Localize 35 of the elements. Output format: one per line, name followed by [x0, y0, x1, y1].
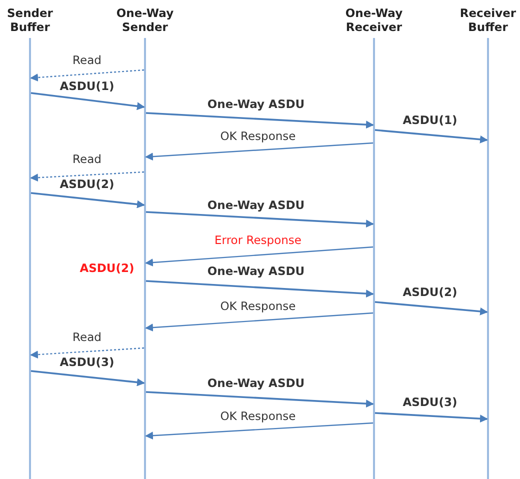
message-arrow — [30, 192, 145, 208]
message-arrow — [374, 129, 488, 144]
message-label: Read — [72, 331, 102, 344]
message-label: OK Response — [219, 300, 297, 313]
message-arrow — [30, 171, 144, 182]
message-arrow — [145, 422, 374, 440]
message-arrow — [145, 312, 374, 332]
message-label: ASDU(3) — [402, 396, 458, 409]
message-arrow — [146, 211, 374, 228]
message-label: Read — [72, 153, 102, 166]
message-arrow — [145, 246, 374, 266]
message-arrow — [146, 280, 374, 298]
message-label: One-Way ASDU — [206, 199, 306, 212]
message-arrow — [30, 92, 145, 110]
message-arrow — [30, 370, 145, 386]
message-label: ASDU(1) — [58, 80, 116, 93]
message-label: ASDU(2) — [58, 178, 116, 191]
retransmit-label: ASDU(2) — [78, 262, 136, 275]
message-arrow — [146, 112, 374, 129]
message-arrow — [30, 347, 144, 359]
message-label: Error Response — [214, 234, 302, 247]
message-label: One-Way ASDU — [206, 265, 306, 278]
message-label: ASDU(2) — [402, 286, 458, 299]
message-arrow — [146, 391, 374, 408]
message-label: ASDU(3) — [58, 356, 116, 369]
message-label: One-Way ASDU — [206, 98, 306, 111]
message-arrow — [374, 301, 488, 316]
message-label: One-Way ASDU — [206, 377, 306, 390]
message-arrow — [30, 69, 144, 82]
message-label: OK Response — [219, 410, 297, 423]
message-arrow — [374, 412, 488, 423]
message-label: ASDU(1) — [402, 114, 458, 127]
message-label: OK Response — [219, 130, 297, 143]
message-arrow — [145, 142, 374, 161]
message-label: Read — [72, 54, 102, 67]
